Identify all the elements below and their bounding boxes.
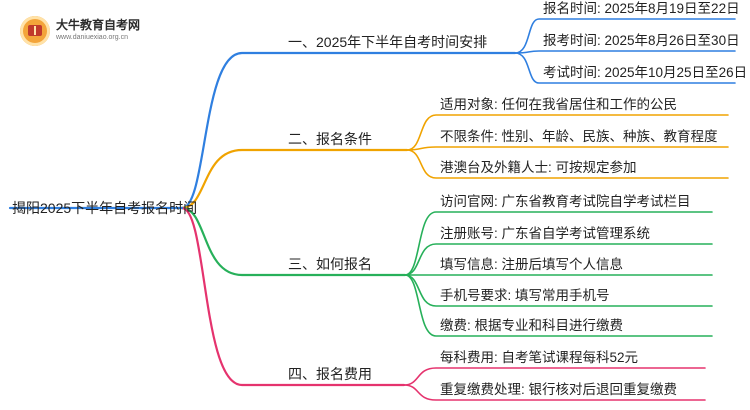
book-badge-icon [20, 16, 50, 46]
leaf-connector-1-2 [514, 50, 736, 54]
leaf-topic-3-2: 注册账号: 广东省自学考试管理系统 [440, 226, 651, 241]
leaf-connector-2-1 [406, 114, 729, 151]
branch-topic-2: 二、报名条件 [288, 131, 372, 147]
leaf-topic-1-3: 考试时间: 2025年10月25日至26日 [543, 65, 748, 80]
root-topic: 揭阳2025下半年自考报名时间 [12, 200, 198, 216]
branch-connector-3 [180, 206, 407, 277]
leaf-topic-1-2: 报考时间: 2025年8月26日至30日 [543, 33, 740, 48]
branch-topic-4: 四、报名费用 [288, 366, 372, 382]
logo-url: www.daniuexiao.org.cn [56, 34, 128, 41]
leaf-topic-2-3: 港澳台及外籍人士: 可按规定参加 [440, 160, 637, 175]
leaf-connector-4-1 [403, 367, 706, 386]
branch-topic-1: 一、2025年下半年自考时间安排 [288, 34, 488, 50]
leaf-topic-3-3: 填写信息: 注册后填写个人信息 [440, 257, 624, 272]
leaf-topic-3-5: 缴费: 根据专业和科目进行缴费 [440, 318, 624, 333]
leaf-topic-1-1: 报名时间: 2025年8月19日至22日 [543, 1, 740, 16]
leaf-topic-2-2: 不限条件: 性别、年龄、民族、种族、教育程度 [440, 129, 718, 144]
leaf-connector-4-2 [403, 384, 706, 401]
leaf-connector-2-2 [406, 146, 729, 151]
leaf-topic-3-4: 手机号要求: 填写常用手机号 [440, 288, 610, 303]
logo-title: 大牛教育自考网 [56, 18, 141, 32]
leaf-connector-1-3 [514, 52, 736, 84]
leaf-connector-3-5 [404, 274, 713, 337]
branch-topic-3: 三、如何报名 [288, 256, 372, 272]
leaf-topic-4-1: 每科费用: 自考笔试课程每科52元 [440, 350, 639, 365]
branch-connector-4 [180, 206, 406, 387]
leaf-connector-3-2 [404, 243, 713, 276]
leaf-connector-2-3 [406, 149, 729, 179]
branch-connector-2 [180, 148, 409, 210]
leaf-connector-3-1 [404, 211, 713, 276]
branch-connector-1 [180, 51, 517, 210]
leaf-connector-1-1 [514, 18, 736, 54]
leaf-topic-4-2: 重复缴费处理: 银行核对后退回重复缴费 [440, 382, 678, 397]
site-logo: 大牛教育自考网 www.daniuexiao.org.cn [20, 14, 160, 48]
leaf-topic-3-1: 访问官网: 广东省教育考试院自学考试栏目 [440, 194, 691, 209]
leaf-topic-2-1: 适用对象: 任何在我省居住和工作的公民 [440, 97, 678, 112]
